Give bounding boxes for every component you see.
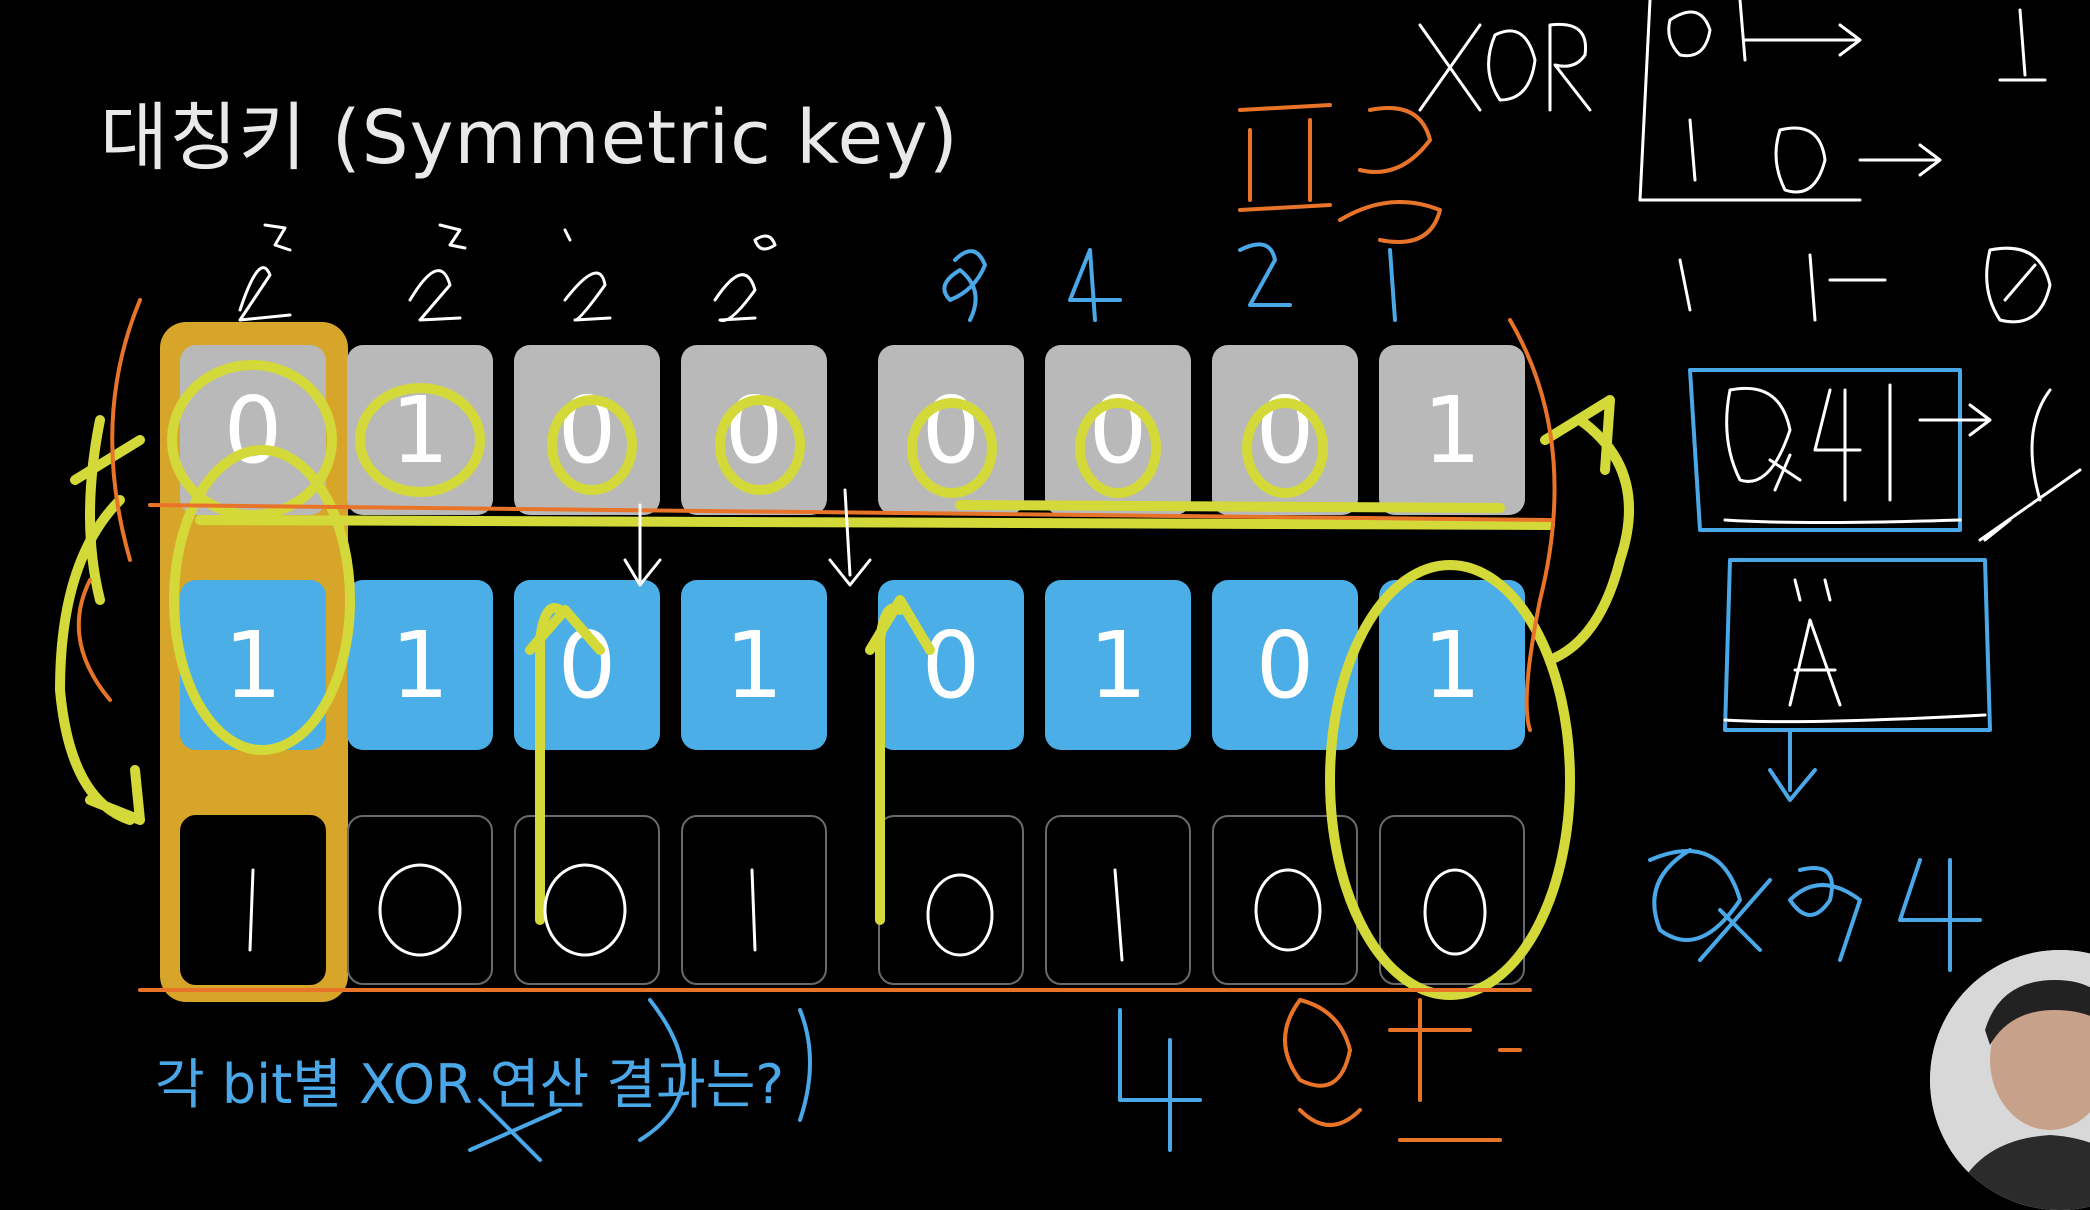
- key-bit-0: 1: [180, 580, 326, 750]
- presenter-avatar: [1930, 950, 2090, 1210]
- plaintext-bit-1: 1: [347, 345, 493, 515]
- plaintext-bit-4: 0: [878, 345, 1024, 515]
- result-cell-2: [514, 815, 660, 985]
- key-bit-5: 1: [1045, 580, 1191, 750]
- plaintext-bit-3: 0: [681, 345, 827, 515]
- result-cell-4: [878, 815, 1024, 985]
- result-cell-0: [180, 815, 326, 985]
- plaintext-bit-0: 0: [180, 345, 326, 515]
- plaintext-bit-7: 1: [1379, 345, 1525, 515]
- key-bit-3: 1: [681, 580, 827, 750]
- plaintext-bit-6: 0: [1212, 345, 1358, 515]
- key-bit-4: 0: [878, 580, 1024, 750]
- result-cell-5: [1045, 815, 1191, 985]
- slide-title: 대칭키 (Symmetric key): [100, 95, 959, 181]
- key-bit-1: 1: [347, 580, 493, 750]
- xor-question: 각 bit별 XOR 연산 결과는?: [155, 1053, 785, 1116]
- plaintext-bit-5: 0: [1045, 345, 1191, 515]
- key-bit-2: 0: [514, 580, 660, 750]
- key-bit-6: 0: [1212, 580, 1358, 750]
- result-cell-3: [681, 815, 827, 985]
- result-cell-6: [1212, 815, 1358, 985]
- result-cell-7: [1379, 815, 1525, 985]
- key-bit-7: 1: [1379, 580, 1525, 750]
- presenter-silhouette-icon: [1930, 950, 2090, 1210]
- result-cell-1: [347, 815, 493, 985]
- plaintext-bit-2: 0: [514, 345, 660, 515]
- slide-canvas: 대칭키 (Symmetric key) 0 1 0 0 0 0 0 1 1 1 …: [55, 0, 2090, 1210]
